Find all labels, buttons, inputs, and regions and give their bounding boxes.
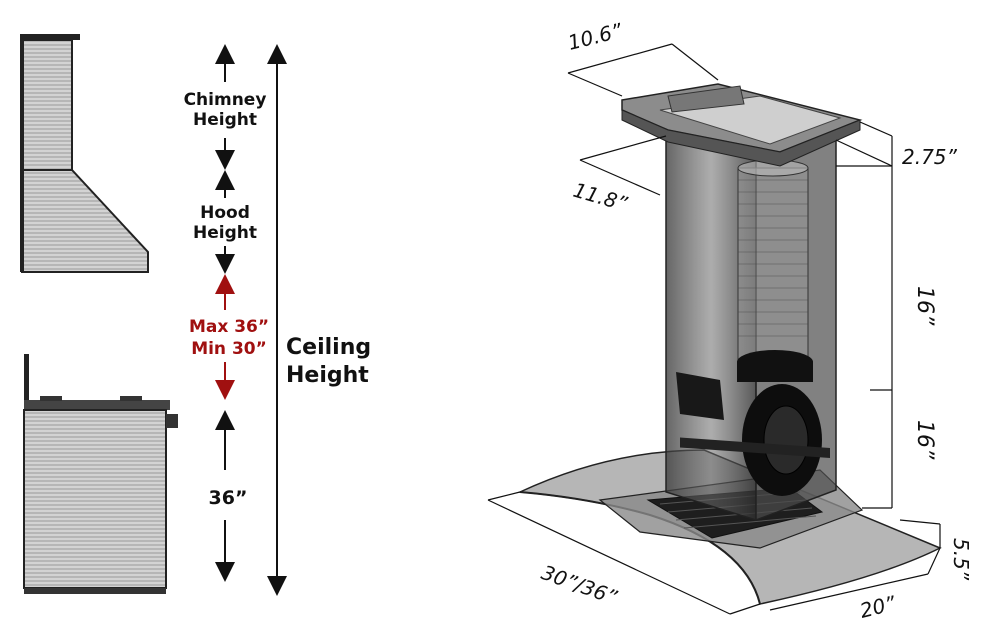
lower-chimney-dimension: 16” — [912, 420, 937, 460]
range-side-profile — [23, 354, 178, 594]
ceiling-label-line2: Height — [286, 363, 369, 388]
upper-chimney-dimension: 16” — [912, 286, 937, 326]
hood-label-line2: Height — [193, 223, 257, 243]
chimney-label-line1: Chimney — [184, 90, 267, 110]
ceiling-label-line1: Ceiling — [286, 335, 371, 360]
top-height-dimension: 2.75” — [902, 145, 958, 169]
dimension-lines — [487, 43, 941, 615]
hood-side-profile — [20, 34, 149, 273]
hood-label-line1: Hood — [200, 203, 250, 223]
hood-3d-render — [517, 83, 942, 605]
counter-height-label: 36” — [209, 487, 248, 509]
min-clearance-label: Min 30” — [191, 339, 267, 359]
top-depth-dimension: 11.8” — [571, 178, 631, 216]
hood-depth-dimension: 20” — [857, 591, 898, 623]
hood-height-dimension: 5.5” — [949, 538, 973, 581]
top-width-dimension: 10.6” — [565, 18, 625, 55]
max-clearance-label: Max 36” — [189, 317, 269, 337]
hood-width-dimension: 30”/36” — [538, 560, 620, 610]
chimney-label-line2: Height — [193, 110, 257, 130]
